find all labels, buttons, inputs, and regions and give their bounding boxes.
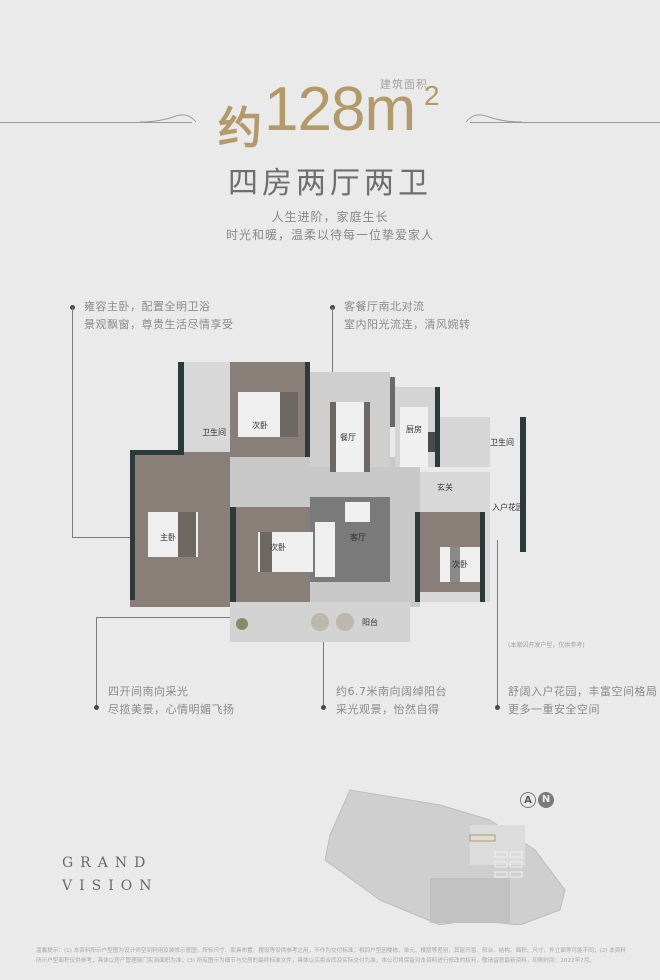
slogan-line1: 人生进阶，家庭生长 bbox=[271, 210, 389, 224]
callout-garden-line1: 舒阔入户花园，丰富空间格局 bbox=[508, 685, 658, 698]
room-label-master-bedroom: 主卧 bbox=[160, 533, 176, 542]
room-label-second-bedroom-3: 次卧 bbox=[452, 560, 468, 569]
site-map bbox=[320, 780, 580, 926]
room-label-entry-garden: 入户花园 bbox=[492, 503, 524, 512]
callout-master-line2: 景观飘窗，尊贵生活尽情享受 bbox=[84, 318, 234, 331]
callout-dot-garden bbox=[495, 705, 500, 710]
callout-south-line1: 四开间南向采光 bbox=[108, 685, 189, 698]
room-label-dining-room: 餐厅 bbox=[340, 433, 356, 442]
room-label-living-room: 客厅 bbox=[350, 533, 366, 542]
callout-living-line2: 室内阳光流连，清风婉转 bbox=[344, 318, 471, 331]
floorplan-note: (本案因开发户型，仅供参考) bbox=[508, 642, 585, 649]
north-arrow-icon: A bbox=[520, 792, 536, 808]
callout-south-rooms: 四开间南向采光 尽揽美景，心情明媚飞扬 bbox=[108, 683, 235, 719]
site-map-drawing bbox=[324, 789, 566, 926]
decorative-curve-right bbox=[466, 114, 522, 123]
area-label: 建筑面积 bbox=[380, 78, 428, 91]
callout-hline-master bbox=[72, 537, 150, 538]
callout-south-line2: 尽揽美景，心情明媚飞扬 bbox=[108, 703, 235, 716]
callout-dot-south bbox=[94, 705, 99, 710]
area-number: 128m bbox=[264, 75, 416, 144]
callout-line-garden bbox=[497, 540, 498, 707]
callout-master-bedroom: 雍容主卧，配置全明卫浴 景观飘窗，尊贵生活尽情享受 bbox=[84, 298, 234, 334]
callout-line-balcony bbox=[323, 630, 324, 707]
decorative-curve-left bbox=[140, 114, 196, 123]
area-headline: 约 128m 2 建筑面积 bbox=[212, 70, 462, 154]
room-label-second-bedroom-1: 次卧 bbox=[252, 421, 268, 430]
room-label-bathroom-2: 卫生间 bbox=[490, 438, 514, 447]
slogan-line2: 时光和暖，温柔以待每一位挚爱家人 bbox=[225, 228, 434, 242]
area-unit-superscript: 2 bbox=[424, 80, 440, 111]
callout-entry-garden: 舒阔入户花园，丰富空间格局 更多一重安全空间 bbox=[508, 683, 658, 719]
callout-dot-balcony bbox=[321, 705, 326, 710]
callout-living-line1: 客餐厅南北对流 bbox=[344, 300, 425, 313]
footer-disclaimer-line1: 温馨提示：(1) 本资料所示户型图为设计师空间利用及装修示意图，所标尺寸、家具布… bbox=[36, 948, 626, 954]
brand-line2: VISION bbox=[62, 878, 159, 894]
callout-line-south bbox=[96, 617, 97, 707]
callout-master-line1: 雍容主卧，配置全明卫浴 bbox=[84, 300, 211, 313]
room-label-balcony: 阳台 bbox=[362, 618, 378, 627]
room-label-kitchen: 厨房 bbox=[406, 425, 422, 434]
room-label-foyer: 玄关 bbox=[437, 483, 453, 492]
brand-line1: GRAND bbox=[62, 855, 153, 871]
callout-balcony: 约6.7米南向阔绰阳台 采光观景，怡然自得 bbox=[336, 683, 447, 719]
floor-plan: 卫生间 次卧 餐厅 厨房 卫生间 玄关 入户花园 主卧 次卧 客厅 次卧 阳台 bbox=[130, 362, 530, 642]
callout-balcony-line2: 采光观景，怡然自得 bbox=[336, 703, 440, 716]
compass: A N bbox=[520, 792, 554, 808]
area-prefix: 约 bbox=[218, 103, 262, 154]
room-label-bathroom-1: 卫生间 bbox=[202, 428, 226, 437]
callout-hline-south bbox=[96, 617, 276, 618]
callout-garden-line2: 更多一重安全空间 bbox=[508, 703, 600, 716]
callout-line-master bbox=[72, 307, 73, 537]
room-label-second-bedroom-2: 次卧 bbox=[270, 543, 286, 552]
callout-line-living bbox=[332, 307, 333, 402]
decorative-line-right bbox=[470, 122, 660, 123]
footer-disclaimer-line2: 所示户型面积仅供参考，具体以房产管理部门实测面积为准；(3) 所有图示为细节与交… bbox=[36, 958, 595, 964]
north-letter-icon: N bbox=[538, 792, 554, 808]
decorative-line-left bbox=[0, 122, 192, 123]
layout-title: 四房两厅两卫 bbox=[228, 166, 432, 201]
callout-balcony-line1: 约6.7米南向阔绰阳台 bbox=[336, 685, 447, 698]
floor-plan-drawing bbox=[130, 362, 526, 642]
callout-living-dining: 客餐厅南北对流 室内阳光流连，清风婉转 bbox=[344, 298, 471, 334]
